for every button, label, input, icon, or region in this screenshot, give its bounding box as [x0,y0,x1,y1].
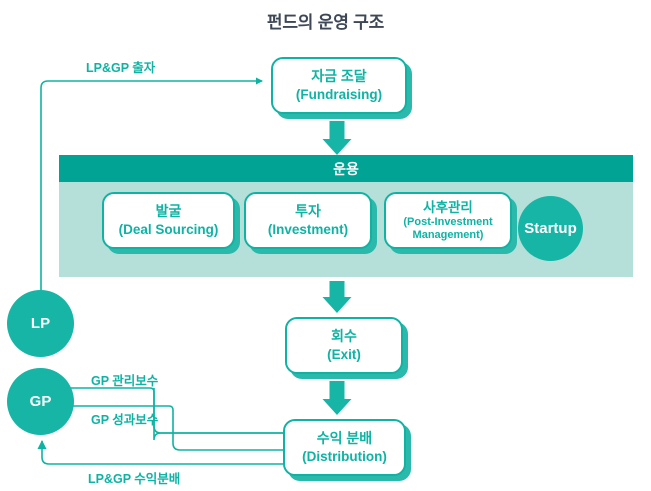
edge-label-profit-distribution: LP&GP 수익분배 [88,472,181,486]
node-post-investment-management[interactable]: 사후관리 (Post-Investment Management) [384,192,512,249]
wire-distribution-to-gp-carried-interest [28,401,283,451]
edge-label-management-fee: GP 관리보수 [91,374,159,388]
node-deal-sourcing-en: (Deal Sourcing) [118,221,219,237]
wire-mgmt-fee-leg [28,383,283,434]
actor-gp[interactable]: GP [7,368,74,435]
node-investment[interactable]: 투자 (Investment) [244,192,372,249]
node-exit-en: (Exit) [327,346,361,362]
node-deal-sourcing[interactable]: 발굴 (Deal Sourcing) [102,192,235,249]
node-post-investment-en2: Management) [412,229,484,242]
wire-distribution-to-gp-profit [37,440,283,465]
node-distribution-ko: 수익 분배 [316,429,373,446]
wire-operations-to-exit [322,281,352,313]
node-fundraising[interactable]: 자금 조달 (Fundraising) [271,57,407,114]
operations-header: 운용 [59,155,633,182]
node-exit[interactable]: 회수 (Exit) [285,317,403,374]
edge-label-contribution: LP&GP 출자 [86,61,156,75]
node-deal-sourcing-ko: 발굴 [155,202,182,219]
wire-fundraising-to-operations [322,121,352,155]
node-distribution[interactable]: 수익 분배 (Distribution) [283,419,406,476]
wire-exit-to-distribution [322,381,352,415]
node-exit-ko: 회수 [331,327,357,344]
node-fundraising-en: (Fundraising) [295,86,383,102]
node-fundraising-ko: 자금 조달 [311,67,367,84]
edge-label-carried-interest: GP 성과보수 [91,413,159,427]
wire-lp-to-fundraising [40,77,263,292]
node-startup[interactable]: Startup [518,196,583,261]
node-distribution-en: (Distribution) [302,448,387,464]
page-title: 펀드의 운영 구조 [266,13,385,32]
node-post-investment-en: (Post-Investment [403,215,493,228]
actor-lp[interactable]: LP [7,290,74,357]
node-investment-en: (Investment) [267,221,349,237]
node-investment-ko: 투자 [295,202,321,219]
node-post-investment-ko: 사후관리 [423,199,473,215]
